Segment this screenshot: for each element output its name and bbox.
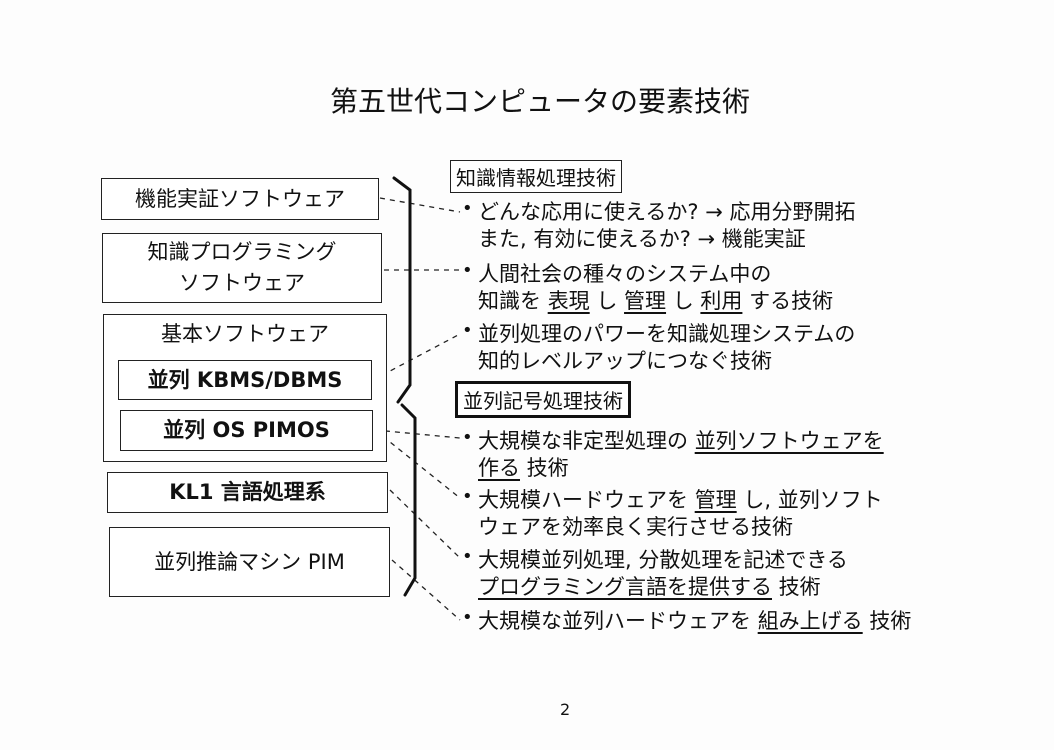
bullet-line: 知識を 表現 し 管理 し 利用 する技術	[478, 285, 833, 315]
bullet-text: し	[589, 289, 625, 313]
bullet-text: 技術	[772, 575, 821, 599]
section-header-parallel: 並列記号処理技術	[455, 381, 631, 418]
bullet-text: 大規模な非定型処理の	[478, 429, 695, 453]
underlined-text: 組み上げる	[757, 609, 863, 633]
box-label: 知識プログラミング	[147, 240, 337, 264]
bullet-text: 並列処理のパワーを知識処理システムの	[478, 322, 856, 346]
underlined-text: 利用	[700, 289, 743, 313]
bullet-line: 人間社会の種々のシステム中の	[478, 258, 771, 288]
bullet-marker: •	[462, 427, 473, 448]
bullet-text: 技術	[862, 609, 912, 633]
bullet-text: し	[666, 289, 701, 313]
bullet-marker: •	[462, 546, 473, 567]
underlined-text: プログラミング言語を提供する	[478, 575, 772, 599]
bullet-text: 知的レベルアップにつなぐ技術	[478, 349, 772, 373]
bullet-marker: •	[462, 607, 473, 628]
bullet-text: する技術	[742, 289, 834, 313]
underlined-text: 並列ソフトウェアを	[694, 429, 884, 453]
bullet-line: 大規模ハードウェアを 管理 し, 並列ソフト	[478, 484, 883, 514]
box-label: ソフトウェア	[179, 271, 305, 295]
brace-parallel	[400, 403, 417, 597]
connector-line	[379, 197, 461, 213]
page-title: 第五世代コンピュータの要素技術	[329, 85, 750, 118]
underlined-text: 管理	[624, 289, 667, 313]
bullet-text: 大規模ハードウェアを	[478, 488, 695, 512]
section-header-knowledge: 知識情報処理技術	[450, 160, 622, 193]
box-pim: 並列推論マシン PIM	[109, 527, 390, 597]
box-kl1: KL1 言語処理系	[107, 472, 388, 513]
bullet-text: 大規模並列処理, 分散処理を記述できる	[478, 548, 848, 572]
connector-line	[372, 333, 461, 381]
bullet-line: 大規模な並列ハードウェアを 組み上げる 技術	[478, 605, 911, 635]
box-knowledge-programming: 知識プログラミングソフトウェア	[102, 233, 382, 303]
bullet-text: し, 並列ソフト	[736, 488, 883, 512]
underlined-text: 管理	[694, 488, 737, 512]
bullet-line: 大規模な非定型処理の 並列ソフトウェアを	[478, 425, 884, 455]
connector-line	[374, 429, 461, 499]
bullet-marker: •	[462, 320, 473, 341]
underlined-text: 表現	[547, 289, 590, 313]
bullet-line: 知的レベルアップにつなぐ技術	[478, 345, 772, 375]
bullet-marker: •	[462, 260, 473, 281]
bullet-line: 大規模並列処理, 分散処理を記述できる	[478, 544, 848, 574]
box-label: 並列 KBMS/DBMS	[147, 367, 343, 392]
page-number: 2	[560, 700, 571, 719]
bullet-text: 技術	[520, 456, 569, 480]
bullet-line: 並列処理のパワーを知識処理システムの	[478, 318, 855, 348]
connector-line	[374, 429, 461, 439]
box-label: KL1 言語処理系	[169, 480, 326, 504]
box-label: 機能実証ソフトウェア	[135, 186, 345, 211]
bullet-marker: •	[462, 198, 473, 219]
box-label: 基本ソフトウェア	[161, 322, 329, 346]
bullet-text: 人間社会の種々のシステム中の	[478, 262, 772, 286]
connector-line	[391, 559, 461, 621]
bullet-text: また, 有効に使えるか? → 機能実証	[478, 227, 806, 251]
box-pimos: 並列 OS PIMOS	[120, 410, 373, 451]
bullet-line: プログラミング言語を提供する 技術	[478, 571, 821, 601]
bullet-marker: •	[462, 486, 473, 507]
bullet-line: どんな応用に使えるか? → 応用分野開拓	[478, 196, 855, 226]
bullet-text: ウェアを効率良く実行させる技術	[478, 515, 793, 539]
brace-knowledge	[392, 176, 412, 404]
connector-line	[389, 489, 461, 559]
bullet-text: 大規模な並列ハードウェアを	[478, 609, 758, 633]
box-function-verification: 機能実証ソフトウェア	[101, 178, 379, 220]
bullet-line: ウェアを効率良く実行させる技術	[478, 511, 793, 541]
box-label: 並列 OS PIMOS	[163, 418, 330, 442]
bullet-line: また, 有効に使えるか? → 機能実証	[478, 223, 806, 253]
bullet-text: どんな応用に使えるか? → 応用分野開拓	[478, 200, 856, 224]
bullet-line: 作る 技術	[478, 452, 569, 482]
underlined-text: 作る	[478, 456, 520, 480]
box-label: 並列推論マシン PIM	[154, 549, 345, 574]
bullet-text: 知識を	[478, 289, 548, 313]
box-kbms: 並列 KBMS/DBMS	[118, 360, 372, 400]
